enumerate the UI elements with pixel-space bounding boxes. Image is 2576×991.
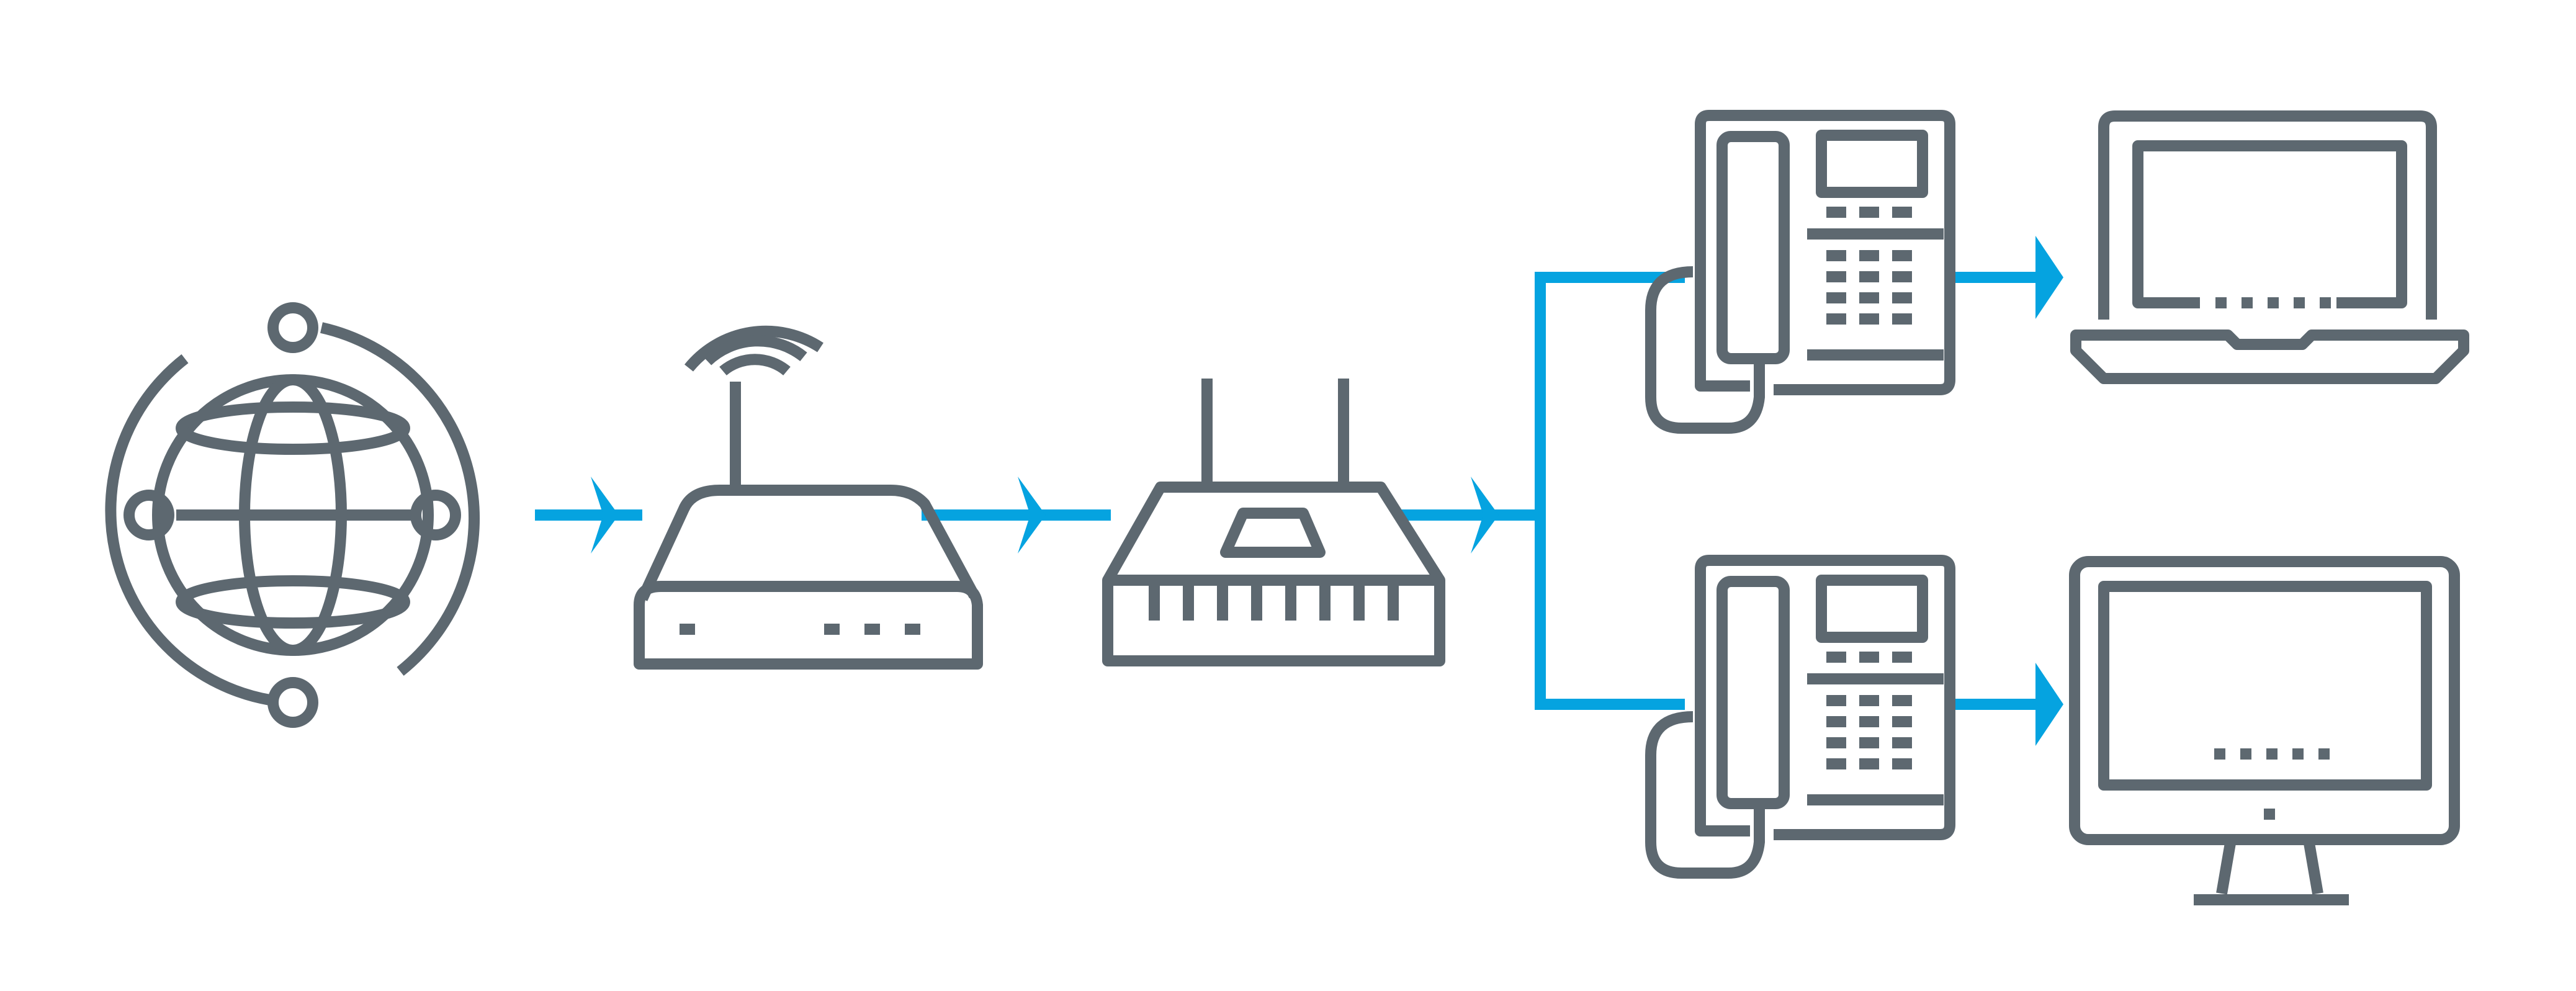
- modem-top-shell: [637, 485, 979, 601]
- globe-parallel: [176, 401, 410, 455]
- wifi-wave-icon: [703, 335, 807, 365]
- wifi-wave-icon: [719, 354, 791, 376]
- monitor-stand: [2216, 838, 2323, 895]
- globe-orbit-arc: [105, 354, 271, 706]
- arrow-internet-modem: [591, 477, 619, 554]
- router-ports: [1149, 583, 1399, 621]
- arrow-phone-desktop: [2035, 663, 2063, 746]
- router-label-plate: [1220, 508, 1326, 558]
- globe-node: [410, 490, 461, 540]
- laptop-base: [2070, 330, 2469, 384]
- desk-phone-icon: [1651, 560, 1950, 873]
- arrow-router-splitter: [1471, 477, 1499, 554]
- laptop-lid: [2098, 110, 2437, 320]
- arrow-modem-router: [1018, 477, 1046, 554]
- globe-node: [267, 302, 318, 353]
- desktop-monitor-icon: [2069, 556, 2460, 905]
- router-top-shell: [1103, 482, 1445, 583]
- router-body: [1102, 575, 1445, 666]
- globe-node: [123, 490, 174, 540]
- network-switch-icon: [1102, 379, 1445, 666]
- globe-network-icon: [105, 302, 480, 728]
- globe-orbit-arc: [320, 322, 480, 676]
- arrow-phone-laptop: [2035, 236, 2063, 319]
- globe-node: [267, 677, 318, 728]
- wifi-wave-icon: [684, 325, 824, 372]
- connections: [535, 236, 2063, 746]
- link-splitter-phones: [1535, 272, 1685, 710]
- monitor-screen: [2098, 581, 2432, 791]
- modem-base: [634, 581, 983, 670]
- monitor-frame: [2069, 556, 2460, 845]
- globe-parallel: [176, 575, 410, 629]
- wireless-router-icon: [634, 325, 983, 670]
- desk-phone-icon: [1651, 115, 1950, 428]
- laptop-screen: [2132, 140, 2407, 308]
- laptop-icon: [2070, 110, 2469, 384]
